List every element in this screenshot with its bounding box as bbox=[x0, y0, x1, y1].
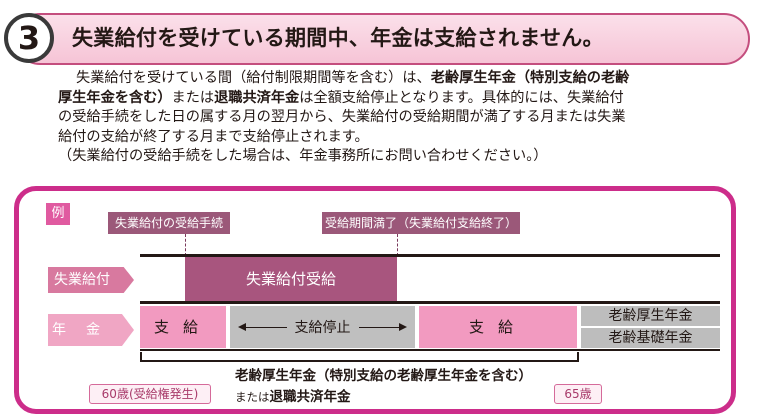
body-emphasis: 厚生年金を含む） bbox=[58, 89, 172, 106]
arrow-right-icon bbox=[358, 322, 407, 331]
body-emphasis: 退職共済年金 bbox=[214, 89, 300, 106]
row-label-unemployment: 失業給付 bbox=[48, 267, 134, 293]
coverage-mutual-aid: 退職共済年金 bbox=[269, 389, 351, 405]
bar-pension-paid-after: 支給 bbox=[419, 306, 577, 348]
example-tag: 例 bbox=[46, 203, 70, 225]
row-label-pension: 年金 bbox=[48, 314, 134, 346]
callout-leader-end bbox=[397, 234, 398, 256]
age-65-marker: 65歳 bbox=[554, 384, 602, 404]
bar-pension-suspended: 支給停止 bbox=[230, 306, 415, 348]
section-title: 失業給付を受けている期間中、年金は支給されません。 bbox=[72, 26, 604, 50]
body-emphasis: 老齢厚生年金（特別支給の老齢 bbox=[430, 70, 630, 86]
pension-type-employee: 老齢厚生年金 bbox=[581, 306, 720, 326]
timeline-rule-top bbox=[140, 254, 720, 257]
coverage-label-2: または退職共済年金 bbox=[235, 385, 351, 405]
coverage-label: 老齢厚生年金（特別支給の老齢厚生年金を含む） bbox=[235, 368, 532, 384]
body-line-2: 厚生年金を含む）または退職共済年金は全額支給停止となります。具体的には、失業給付 bbox=[58, 89, 738, 109]
body-text: 失業給付を受けている間（給付制限期間等を含む）は、 bbox=[76, 70, 431, 86]
suspended-arrow: 支給停止 bbox=[230, 306, 415, 348]
callout-leader-start bbox=[185, 234, 186, 256]
coverage-conjunction: または bbox=[235, 390, 270, 404]
body-line-5: （失業給付の受給手続をした場合は、年金事務所にお問い合わせください。） bbox=[58, 148, 548, 165]
callout-period-end: 受給期間満了（失業給付支給終了） bbox=[322, 212, 520, 234]
body-paragraph: 失業給付を受けている間（給付制限期間等を含む）は、老齢厚生年金（特別支給の老齢 … bbox=[58, 69, 738, 167]
body-line-4: 給付の支給が終了する月まで支給停止されます。 bbox=[58, 128, 369, 145]
age-60-marker: 60歳(受給権発生) bbox=[89, 384, 211, 404]
timeline-rule-bottom bbox=[140, 349, 720, 351]
body-line-1: 失業給付を受けている間（給付制限期間等を含む）は、老齢厚生年金（特別支給の老齢 bbox=[58, 69, 738, 89]
section-number-badge: 3 bbox=[4, 13, 54, 63]
body-text: または bbox=[171, 89, 215, 106]
section-banner bbox=[14, 13, 750, 65]
body-text: は全額支給停止となります。具体的には、失業給付 bbox=[299, 89, 624, 106]
timeline-rule-mid bbox=[140, 301, 720, 304]
bar-unemployment-receipt: 失業給付受給 bbox=[185, 257, 397, 302]
pension-type-basic: 老齢基礎年金 bbox=[581, 328, 720, 348]
body-line-3: の受給手続をした日の属する月の翌月から、失業給付の受給期間が満了する月または失業 bbox=[58, 109, 626, 126]
bar-pension-paid-before: 支給 bbox=[140, 306, 226, 348]
coverage-bracket bbox=[140, 352, 579, 362]
suspended-label: 支給停止 bbox=[294, 320, 351, 336]
arrow-left-icon bbox=[238, 322, 287, 331]
callout-claim-start: 失業給付の受給手続 bbox=[108, 212, 230, 234]
